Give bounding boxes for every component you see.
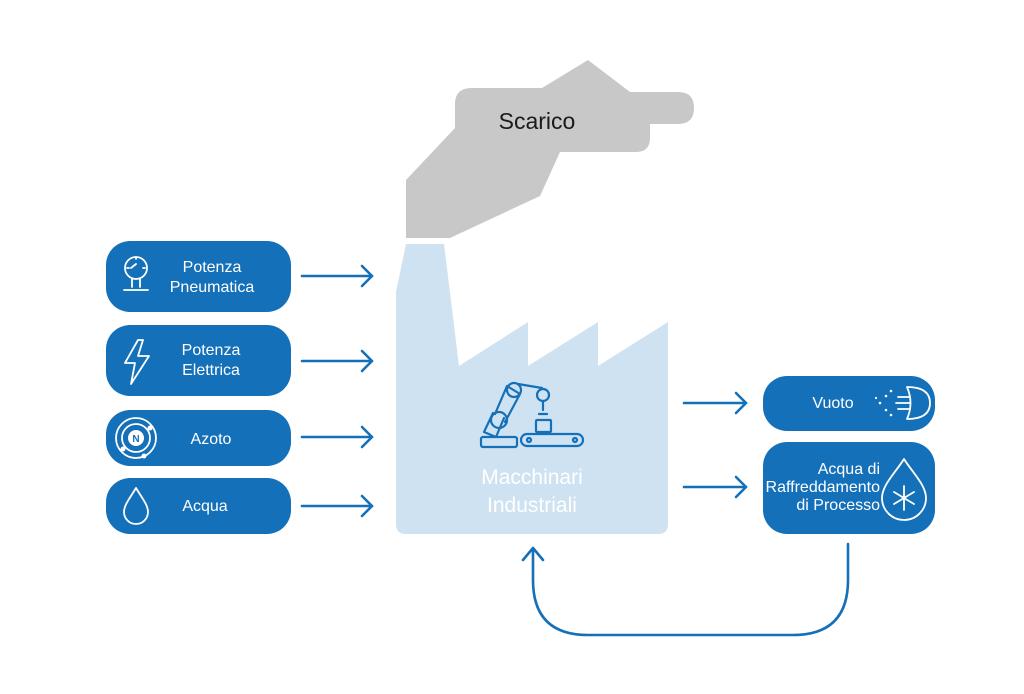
arrow-output-2 — [682, 475, 748, 499]
output-vuoto: Vuoto — [763, 376, 935, 431]
input-label-3: Azoto — [191, 431, 232, 448]
input-label-2a: Potenza — [182, 342, 241, 359]
pressure-gauge-icon — [123, 256, 149, 291]
output-label-2a: Acqua di — [818, 461, 880, 478]
exhaust-label: Scarico — [499, 108, 576, 134]
arrow-input-3 — [300, 425, 374, 449]
input-label-1b: Pneumatica — [170, 279, 255, 296]
output-arrows — [682, 391, 748, 499]
output-label-2c: di Processo — [796, 497, 880, 514]
factory-building: Macchinari Industriali — [396, 244, 668, 534]
output-acqua-raffreddamento: Acqua di Raffreddamento di Processo — [763, 442, 935, 534]
input-label-2b: Elettrica — [182, 362, 240, 379]
robot-arm-icon — [479, 381, 585, 449]
factory-label-line2: Industriali — [487, 494, 577, 517]
factory-label-line1: Macchinari — [481, 466, 583, 489]
water-drop-icon — [123, 487, 149, 525]
input-label-4: Acqua — [182, 498, 227, 515]
input-potenza-elettrica: Potenza Elettrica — [106, 325, 291, 396]
arrow-output-1 — [682, 391, 748, 415]
input-potenza-pneumatica: Potenza Pneumatica — [106, 241, 291, 312]
exhaust-cloud: Scarico — [406, 60, 694, 238]
output-label-2b: Raffreddamento — [766, 479, 881, 496]
input-azoto: N Azoto — [106, 410, 291, 466]
vacuum-icon — [874, 386, 931, 420]
arrow-input-2 — [300, 349, 374, 373]
input-arrows — [300, 264, 374, 518]
input-label-1a: Potenza — [183, 259, 242, 276]
return-loop-arrow — [521, 542, 850, 637]
input-acqua: Acqua — [106, 478, 291, 534]
arrow-input-1 — [300, 264, 374, 288]
cooling-water-drop-icon — [881, 458, 927, 521]
arrow-input-4 — [300, 494, 374, 518]
svg-text:N: N — [132, 434, 139, 445]
nitrogen-atom-icon: N — [115, 417, 157, 459]
output-label-1: Vuoto — [812, 395, 853, 412]
lightning-bolt-icon — [124, 339, 150, 385]
